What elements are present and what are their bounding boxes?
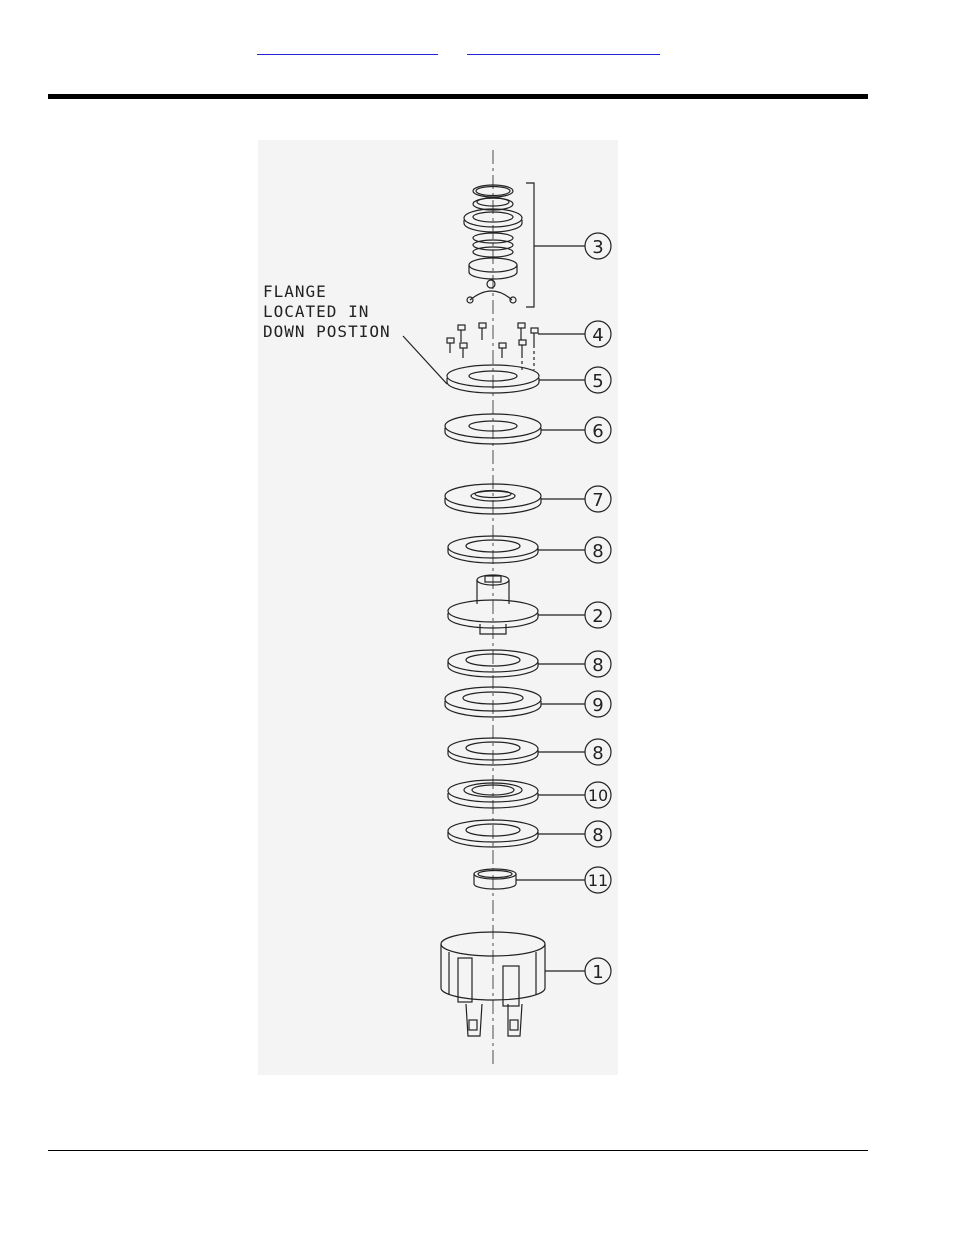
callout-label: 11 — [588, 871, 608, 890]
callout-label: 5 — [592, 371, 603, 392]
part-11-bushing — [474, 869, 516, 889]
callout-label: 2 — [592, 606, 603, 627]
part-3-seal-kit — [464, 183, 534, 307]
callout-label: 8 — [592, 825, 603, 846]
callout-label: 8 — [592, 743, 603, 764]
callout-label: 1 — [592, 962, 603, 983]
note-leader — [403, 336, 447, 384]
callout-label: 10 — [588, 786, 608, 805]
callout-label: 3 — [592, 237, 603, 258]
callout-label: 9 — [592, 695, 603, 716]
callout-label: 7 — [592, 490, 603, 511]
note-line-2: LOCATED IN — [263, 302, 369, 321]
note-line-1: FLANGE — [263, 282, 327, 301]
part-4-screws — [447, 323, 538, 370]
note-line-3: DOWN POSTION — [263, 322, 391, 341]
callout-label: 6 — [592, 421, 603, 442]
footer-rule — [48, 1150, 868, 1151]
callout-label: 4 — [592, 325, 603, 346]
callout-label: 8 — [592, 541, 603, 562]
callout-label: 8 — [592, 655, 603, 676]
